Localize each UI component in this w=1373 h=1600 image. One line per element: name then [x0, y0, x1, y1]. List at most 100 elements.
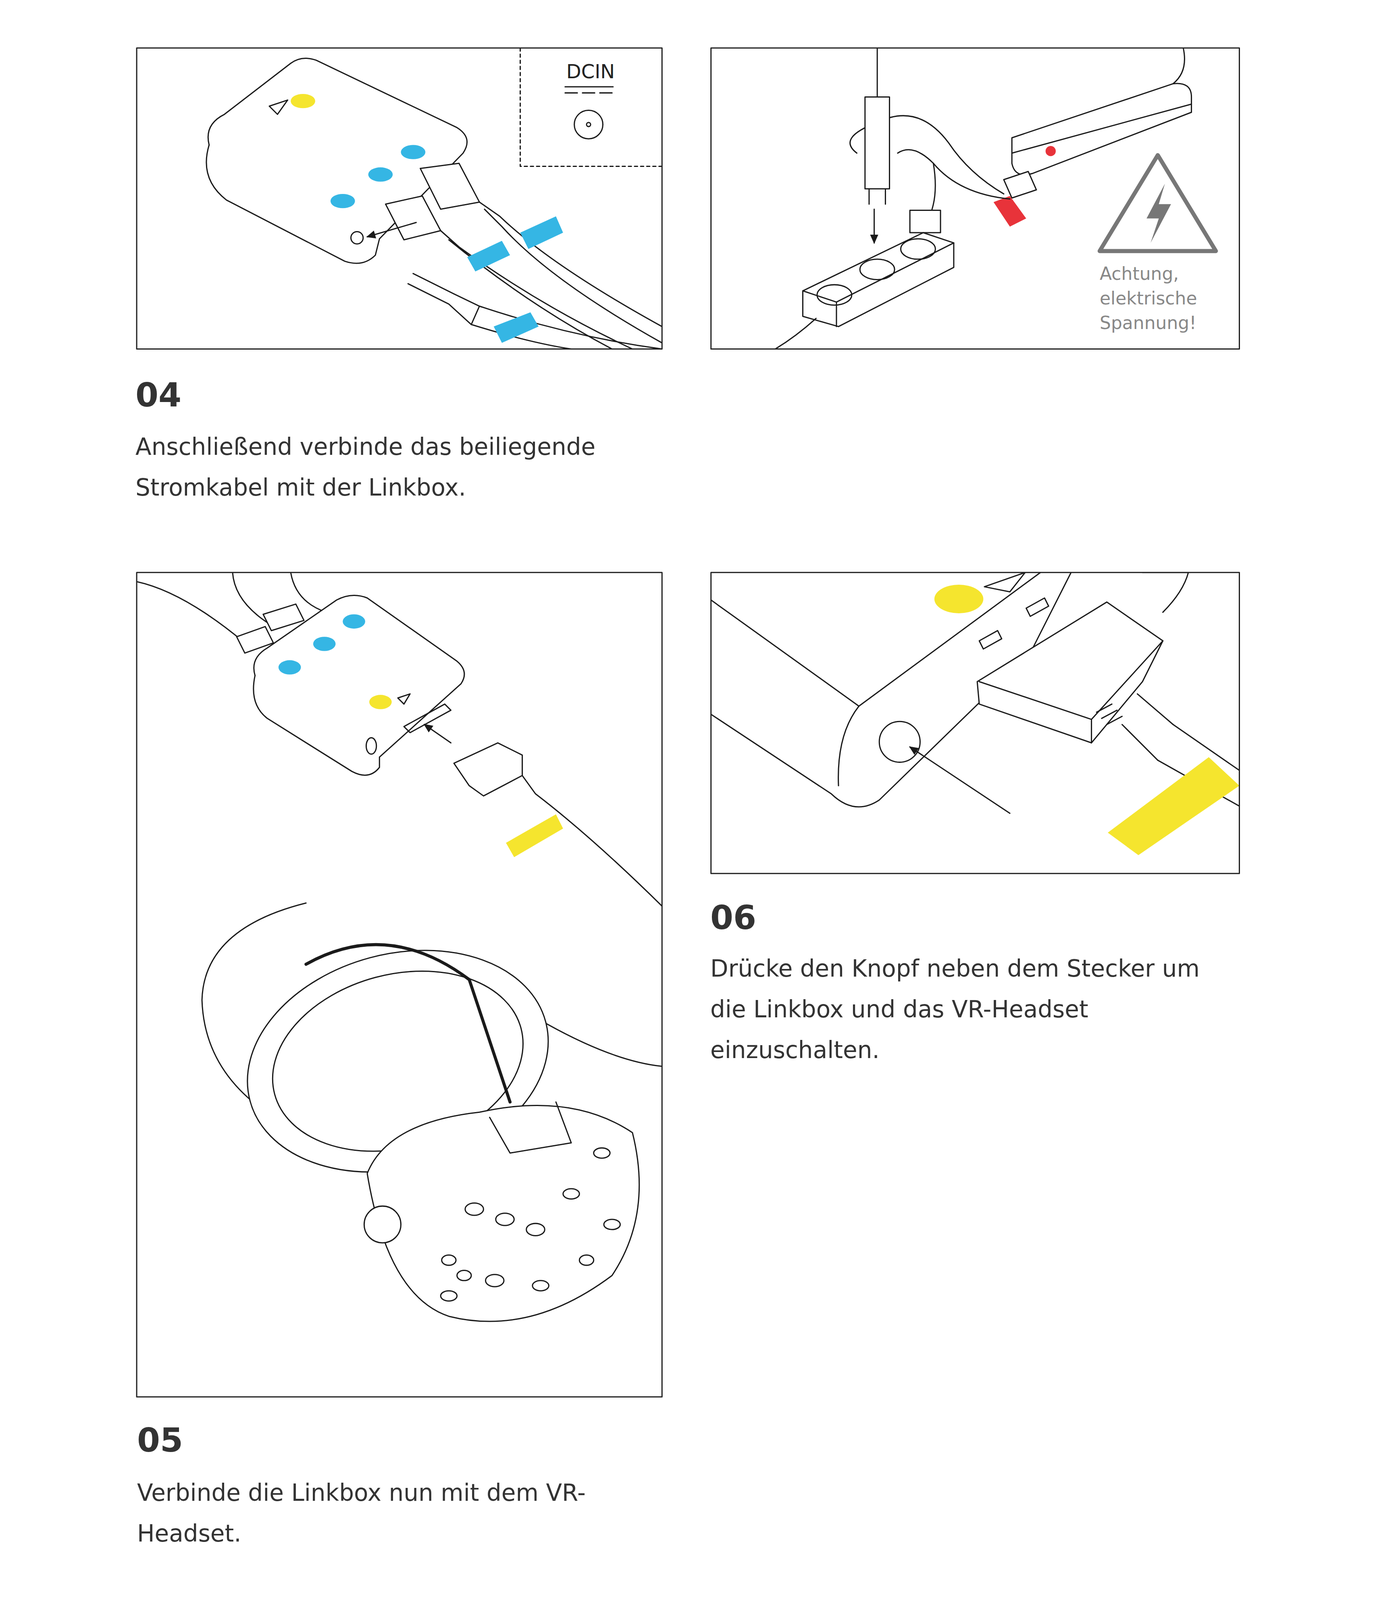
blue-dot	[313, 636, 336, 651]
power-button	[879, 721, 920, 762]
drawing-part	[563, 1188, 580, 1199]
drawing-part	[441, 1254, 456, 1265]
drawing-part	[440, 1290, 457, 1301]
box-edge	[711, 599, 860, 786]
panel-headset	[136, 572, 662, 1321]
dc-symbol-line	[565, 86, 614, 88]
drawing-part	[465, 1202, 484, 1215]
press-arrow	[909, 746, 1010, 813]
mains-plug	[865, 97, 890, 190]
step-text: Verbinde die Linkbox nun mit dem VR-Head…	[137, 1472, 645, 1554]
insert-arrow	[424, 724, 452, 743]
adapter-cable	[1173, 47, 1185, 84]
step-text: Drücke den Knopf neben dem Stecker um di…	[710, 948, 1235, 1071]
socket	[817, 284, 852, 306]
headset-plug	[453, 742, 523, 796]
dc-jack-symbol	[574, 110, 604, 139]
box-back	[1142, 572, 1189, 613]
blue-dot	[400, 144, 426, 159]
dc-symbol-dashes	[565, 92, 612, 94]
dc-jack	[350, 231, 363, 244]
linkbox-top	[253, 594, 465, 763]
insert-arrow	[367, 222, 417, 237]
linkbox-side	[253, 675, 380, 775]
blue-tape	[493, 312, 539, 343]
step-number: 06	[710, 897, 832, 938]
headset-cable	[522, 775, 663, 906]
usb-plug	[236, 626, 274, 654]
yellow-tape	[505, 813, 564, 857]
jack	[366, 737, 377, 754]
panel-frame	[711, 47, 1240, 349]
sensor-dimples	[440, 1147, 620, 1301]
panel-frame	[136, 47, 662, 349]
plug-grip	[1096, 703, 1122, 725]
usb-plug	[263, 603, 304, 631]
slots	[979, 597, 1049, 650]
yellow-tape	[1107, 757, 1240, 856]
lightning-bolt	[1146, 183, 1172, 244]
red-tape	[993, 195, 1027, 227]
strip-cable	[775, 318, 816, 350]
drawing-part	[526, 1223, 546, 1236]
dc-jack-center	[586, 122, 591, 127]
panel-frame	[136, 572, 662, 1397]
usb-cable	[440, 230, 633, 350]
blue-tape	[520, 216, 564, 250]
blue-dot	[330, 193, 356, 209]
adapter-edge	[1011, 104, 1192, 153]
blue-dot	[278, 659, 302, 675]
yellow-dot	[290, 93, 316, 109]
side-knob	[364, 1205, 401, 1243]
linkbox-side	[206, 144, 380, 264]
inset-border	[520, 47, 663, 167]
drawing-part	[457, 1270, 472, 1281]
drawing-part	[603, 1219, 620, 1230]
power-adapter	[1011, 83, 1192, 175]
visor	[367, 1104, 640, 1321]
triangle-mark	[269, 99, 288, 115]
drawing-part	[495, 1212, 515, 1226]
warning-triangle	[1099, 155, 1216, 252]
plug-connector	[977, 601, 1163, 743]
warning-text: Achtung, elektrische Spannung!	[1099, 261, 1233, 335]
panel-frame	[711, 572, 1240, 874]
usb-plug	[385, 195, 442, 240]
socket	[859, 259, 895, 280]
blue-dot	[342, 613, 366, 629]
panel-power-button	[711, 572, 1240, 856]
triangle-mark	[397, 693, 410, 704]
dc-plug	[407, 273, 662, 349]
step-number: 05	[137, 1419, 258, 1461]
usb-plug	[420, 163, 480, 210]
strain-relief	[1122, 693, 1174, 760]
connector-slot	[403, 703, 451, 733]
drawing-part	[532, 1280, 549, 1291]
panel-linkbox-power	[206, 47, 662, 349]
adapter-plug	[1003, 171, 1037, 198]
usb-cable	[479, 201, 662, 343]
red-led	[1045, 145, 1056, 157]
insert-arrow	[873, 209, 875, 244]
drawing-part	[593, 1147, 610, 1158]
plug-edges	[979, 640, 1163, 743]
socket	[900, 238, 936, 260]
connector-label: DCIN	[562, 59, 619, 84]
yellow-dot	[369, 694, 392, 709]
blue-dot	[368, 167, 393, 182]
plug-pins	[869, 188, 886, 204]
adapter-mains-plug	[909, 210, 941, 233]
step-text: Anschließend verbinde das beiliegende St…	[135, 426, 660, 508]
yellow-dot	[934, 584, 984, 614]
power-strip	[802, 232, 954, 327]
blue-tape	[467, 240, 510, 272]
drawing-part	[485, 1274, 504, 1287]
adapter-cable	[930, 163, 936, 215]
step-number: 04	[135, 374, 257, 416]
plug-cable	[876, 47, 878, 97]
top-strap	[305, 944, 510, 1102]
headset-cable	[540, 1020, 662, 1067]
drawing-part	[579, 1254, 594, 1265]
triangle-mark	[984, 572, 1026, 592]
